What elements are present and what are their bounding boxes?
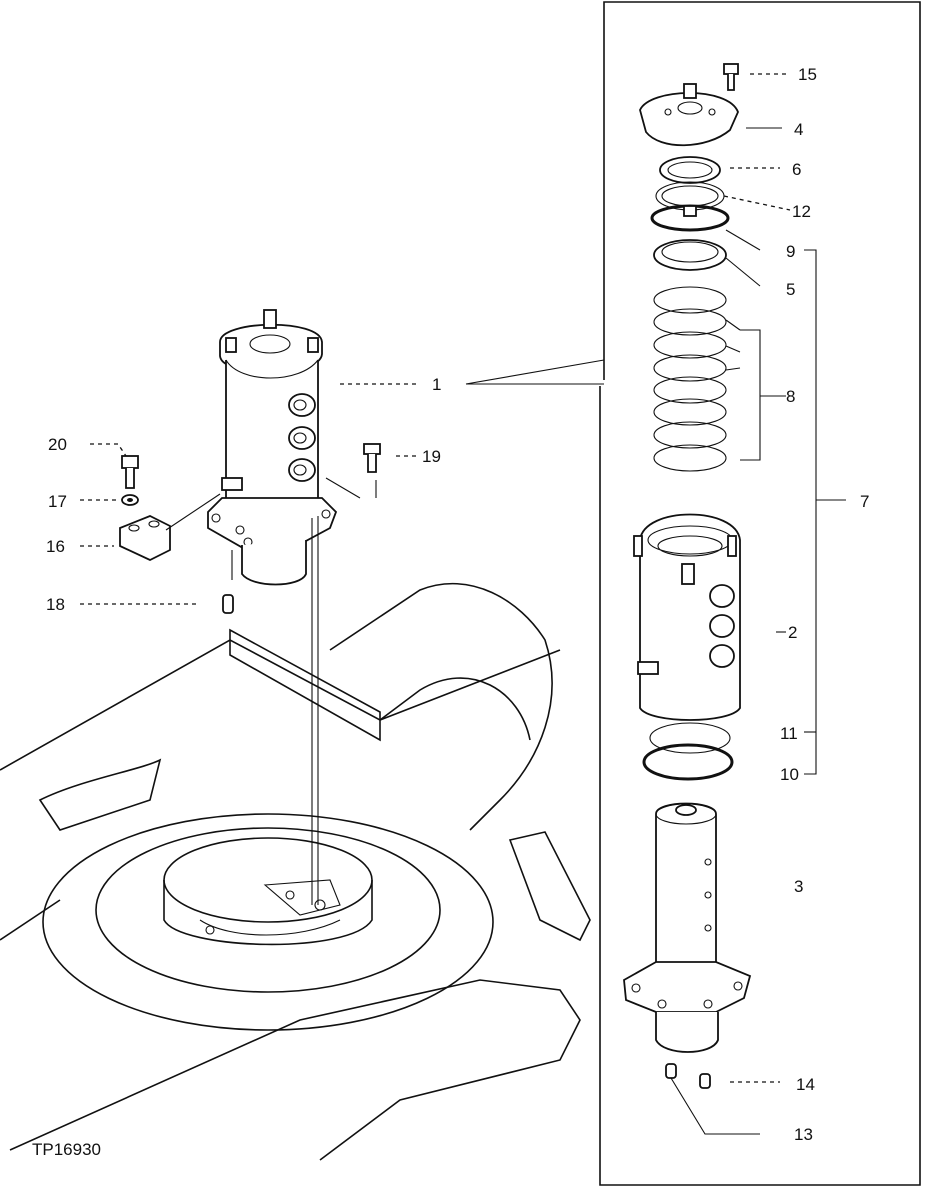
callout-2: 2 [788, 623, 797, 642]
callout-15: 15 [798, 65, 817, 84]
figure-id: TP16930 [32, 1140, 101, 1159]
callout-8: 8 [786, 387, 795, 406]
callout-5: 5 [786, 280, 795, 299]
exploded-frame [599, 1, 921, 1186]
callout-20: 20 [48, 435, 67, 454]
callout-16: 16 [46, 537, 65, 556]
callout-12: 12 [792, 202, 811, 221]
callout-6: 6 [792, 160, 801, 179]
callout-7: 7 [860, 492, 869, 511]
callout-11: 11 [780, 724, 798, 743]
callout-4: 4 [794, 120, 803, 139]
callout-13: 13 [794, 1125, 813, 1144]
callout-14: 14 [796, 1075, 815, 1094]
swivel-joint-assembled [207, 309, 338, 905]
callout-10: 10 [780, 765, 799, 784]
callout-18: 18 [46, 595, 65, 614]
leader-lines [80, 73, 846, 1083]
callout-3: 3 [794, 877, 803, 896]
callout-1: 1 [432, 375, 441, 394]
stopper-assembly [119, 443, 381, 614]
callout-labels: 15 4 6 12 9 5 8 7 2 11 10 3 14 13 1 20 1… [32, 65, 869, 1159]
callout-17: 17 [48, 492, 67, 511]
exploded-parts [623, 63, 760, 1135]
callout-19: 19 [422, 447, 441, 466]
machine-frame-base [0, 582, 591, 1161]
callout-9: 9 [786, 242, 795, 261]
